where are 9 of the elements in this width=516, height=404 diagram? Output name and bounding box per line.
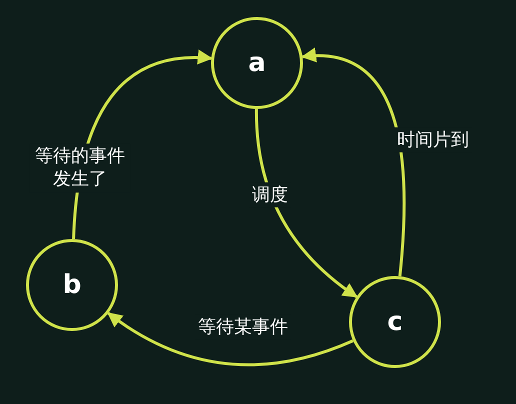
state-label: a — [248, 48, 266, 78]
curved-arrow — [254, 108, 358, 298]
curved-arrow — [107, 312, 354, 366]
state-circle — [26, 239, 118, 331]
state-label: b — [62, 270, 82, 300]
curved-arrow — [301, 48, 406, 276]
state-label: c — [387, 307, 403, 337]
state-circle — [211, 17, 303, 109]
state-circle — [349, 276, 441, 368]
